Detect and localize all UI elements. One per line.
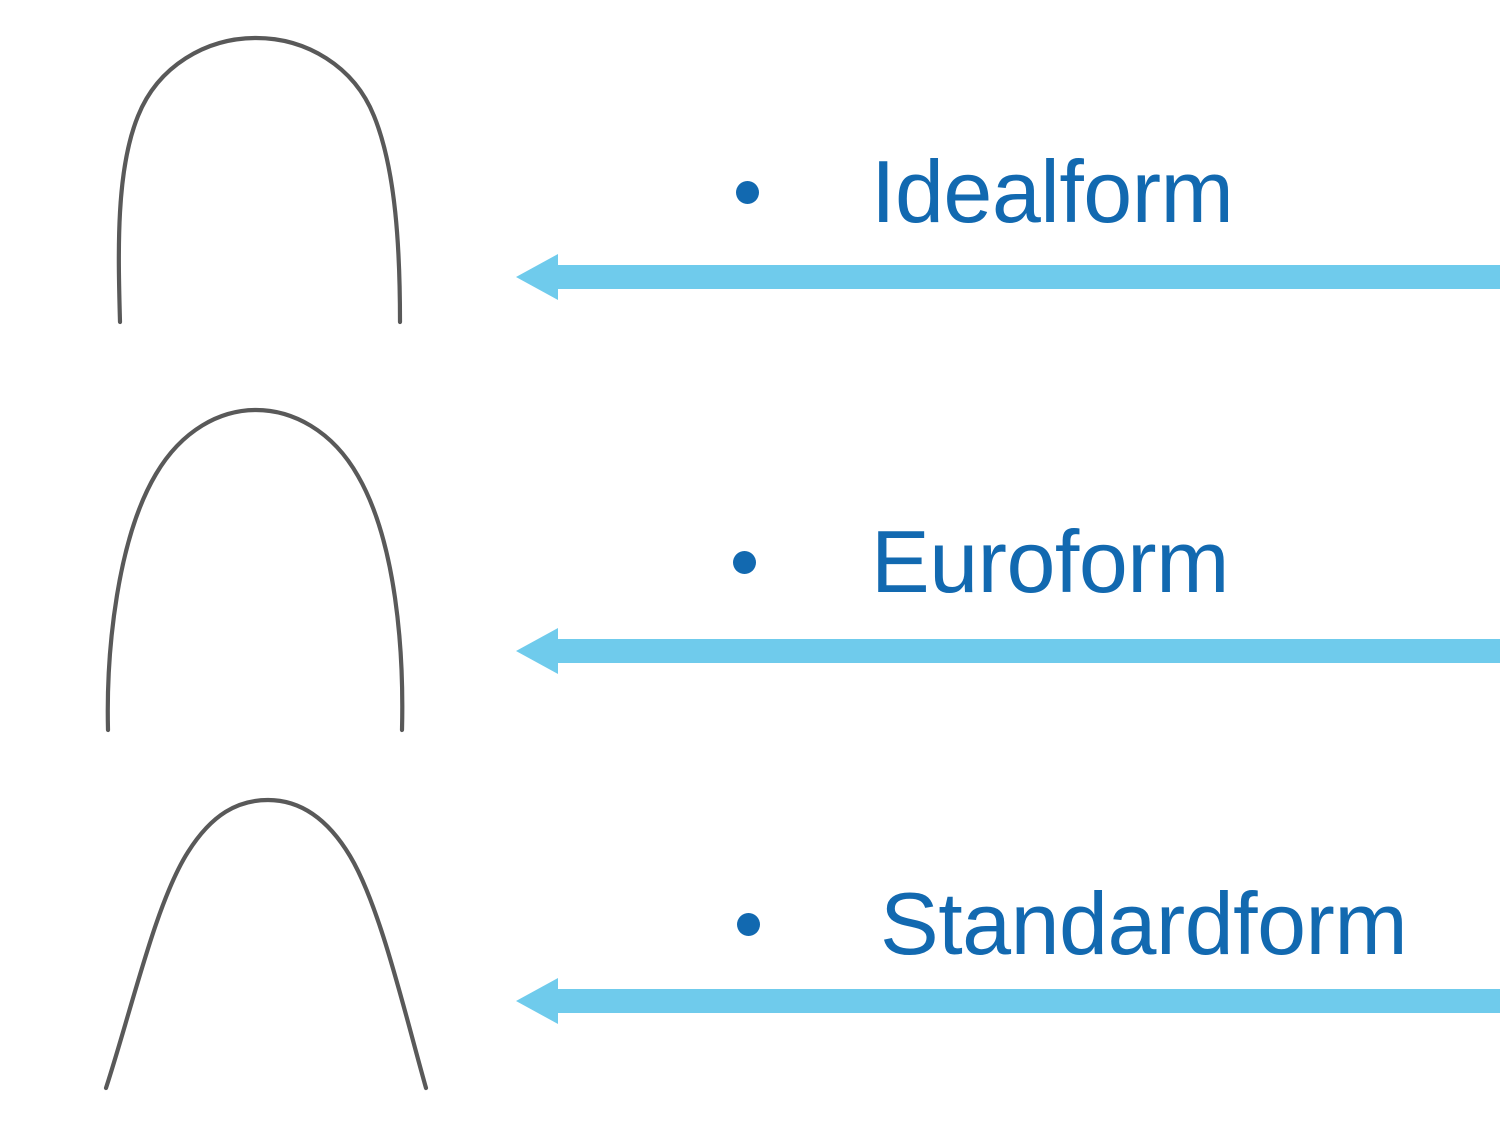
list-item-label: Euroform [871, 512, 1229, 611]
archwire-curve-icon [116, 35, 403, 325]
list-item-standardform[interactable]: Standardform [737, 874, 1408, 973]
arrow-idealform [516, 252, 1500, 302]
left-arrow-icon [516, 254, 1500, 300]
arrow-standardform [516, 976, 1500, 1026]
list-item-label: Standardform [880, 874, 1408, 973]
archwire-idealform [60, 20, 480, 340]
arrow-euroform [516, 626, 1500, 676]
left-arrow-icon [516, 628, 1500, 674]
archwire-curve-icon [103, 797, 429, 1091]
bullet-dot-icon [736, 180, 759, 204]
left-arrow-icon [516, 978, 1500, 1024]
bullet-dot-icon [733, 550, 756, 574]
archwire-curve-icon [105, 407, 405, 733]
archwire-euroform [60, 398, 480, 746]
list-item-label: Idealform [871, 142, 1234, 241]
bullet-dot-icon [737, 912, 760, 936]
list-item-idealform[interactable]: Idealform [736, 142, 1234, 241]
list-item-euroform[interactable]: Euroform [733, 518, 1229, 606]
archwire-standardform [60, 782, 480, 1100]
